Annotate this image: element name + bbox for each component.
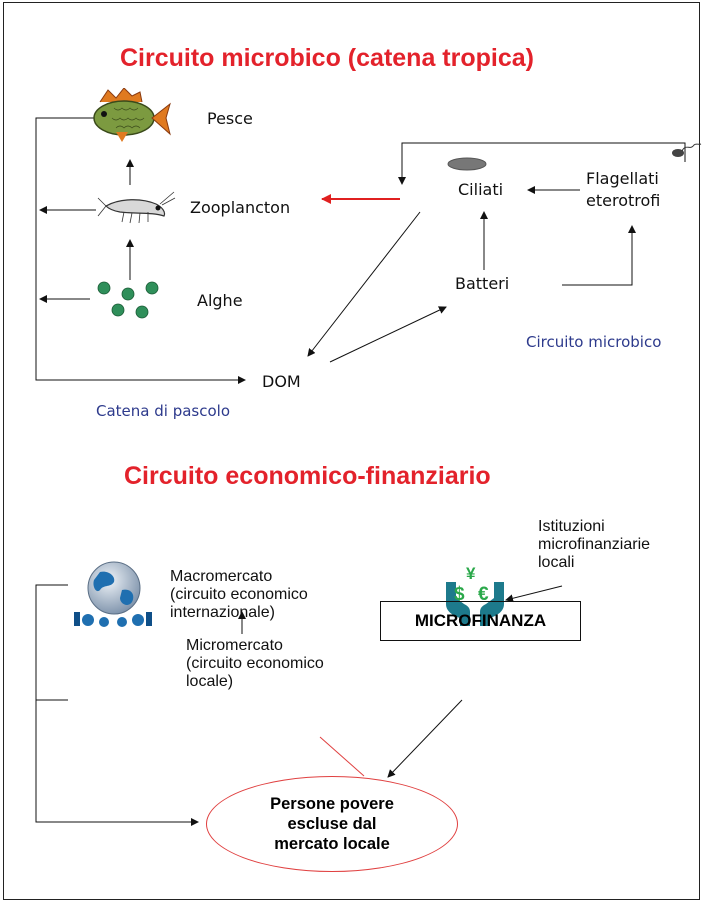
fish-icon <box>93 88 171 142</box>
label-dom: DOM <box>262 372 301 391</box>
label-batteri: Batteri <box>455 274 510 293</box>
persone-povere-ellipse: Persone povere escluse dal mercato local… <box>206 776 458 872</box>
algae-icon <box>97 281 159 319</box>
label-zooplancton: Zooplancton <box>190 198 291 217</box>
shrimp-icon <box>97 191 176 224</box>
label-micromercato: Micromercato (circuito economico locale) <box>186 637 324 690</box>
arrow-grazing-loop <box>35 117 246 384</box>
label-alghe: Alghe <box>197 291 243 310</box>
euro-symbol: € <box>478 584 489 605</box>
microbial-circuit-title: Circuito microbico (catena tropica) <box>120 44 534 72</box>
ciliate-icon <box>447 157 487 171</box>
label-catena-di-pascolo: Catena di pascolo <box>96 402 230 420</box>
arrow-istituzioni-microfinanza <box>505 585 563 603</box>
figure-frame <box>3 2 700 900</box>
microfinanza-box: MICROFINANZA <box>380 601 581 641</box>
arrow-microfinanza-persone <box>387 699 463 778</box>
label-circuito-microbico: Circuito microbico <box>526 333 662 351</box>
label-ciliati: Ciliati <box>458 180 504 199</box>
arrow-ciliati-dom <box>307 211 421 357</box>
flagellate-icon <box>672 143 702 157</box>
globe-icon <box>74 561 152 627</box>
label-macromercato: Macromercato (circuito economico interna… <box>170 568 308 621</box>
economic-circuit-title: Circuito economico-finanziario <box>124 462 491 490</box>
arrow-batteri-flagellati <box>562 225 636 286</box>
yen-symbol: ¥ <box>466 564 476 583</box>
money-hands-icon <box>446 582 504 626</box>
label-istituzioni-microfinanziarie: Istituzioni microfinanziarie locali <box>538 518 651 571</box>
label-pesce: Pesce <box>207 109 253 128</box>
arrow-dom-batteri <box>329 306 447 363</box>
arrow-flagellati-ciliati-top <box>398 142 686 185</box>
dollar-symbol: $ <box>454 584 465 605</box>
line-persone-micromercato-red <box>319 736 365 777</box>
label-flagellati-eterotrofi: Flagellati eterotrofi <box>586 169 661 210</box>
arrow-economic-loop <box>35 584 199 826</box>
